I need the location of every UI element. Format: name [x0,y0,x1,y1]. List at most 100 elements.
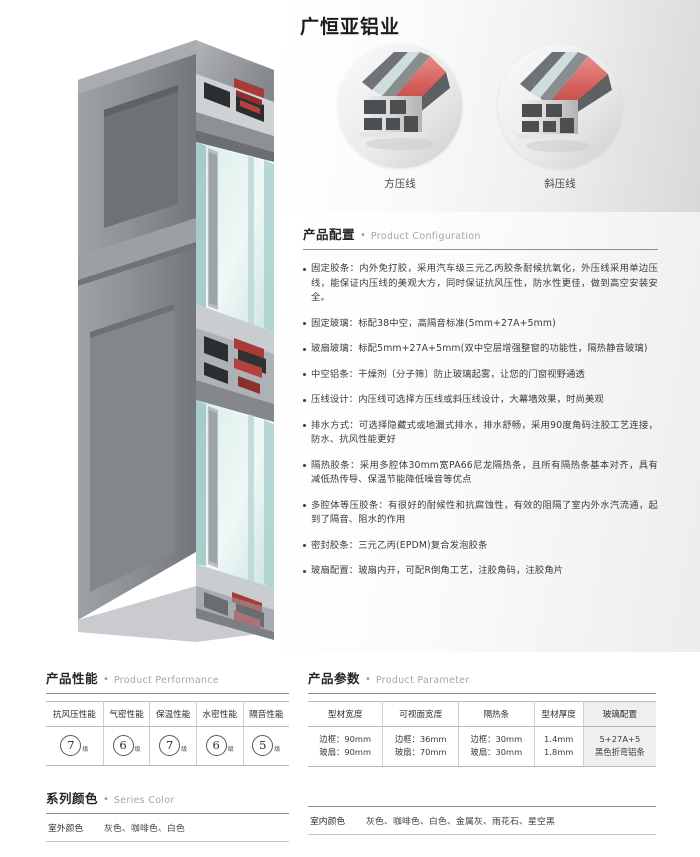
table-header-row: 型材宽度 可视面宽度 隔热条 型材厚度 玻璃配置 [308,701,656,727]
parameter-cell: 边框：90mm 玻扇：90mm [308,726,384,767]
configuration-item-text: 排水方式：可选择隐藏式或地漏式排水，排水舒畅，采用90度角码注胶工艺连接，防水、… [311,419,658,446]
performance-grade-cell: 6 级 [196,726,244,766]
parameter-cell-line1: 边框：30mm [470,734,523,744]
parameter-cell: 边框：30mm 玻扇：30mm [458,726,535,767]
performance-grade-cell: 7 级 [46,726,104,766]
series-color-divider [46,813,289,814]
parameter-column-header: 玻璃配置 [583,701,656,727]
performance-column-header: 气密性能 [103,701,151,727]
parameter-column-header: 型材宽度 [308,701,384,727]
bullet-dot-icon [303,504,306,507]
bullet-dot-icon [303,398,306,402]
outdoor-color-row: 室外颜色 灰色、咖啡色、白色 [46,814,289,842]
list-item: 多腔体等压胶条：有很好的耐候性和抗腐蚀性，有效的阻隔了室内外水汽流通，起到了隔音… [303,499,658,528]
detail-photo-square-bead: 方压线 [338,44,462,191]
product-performance-section: 产品性能 • Product Performance 抗风压性能 气密性能 保温… [46,668,289,766]
list-item: 玻扇玻璃：标配5mm+27A+5mm(双中空层增强整窗的功能性，隔热静音玻璃) [303,342,658,357]
performance-grade-cell: 5 级 [243,726,289,766]
parameter-cell-line2: 玻扇：90mm [319,746,372,757]
outdoor-color-label: 室外颜色 [48,824,84,834]
configuration-item-text: 玻扇玻璃：标配5mm+27A+5mm(双中空层增强整窗的功能性，隔热静音玻璃) [311,343,648,354]
parameter-cell: 1.4mm 1.8mm [534,726,584,767]
parameter-column-header: 隔热条 [458,701,535,727]
bullet-dot-icon [303,544,306,547]
table-header-row: 抗风压性能 气密性能 保温性能 水密性能 隔音性能 [46,701,289,727]
window-profile-illustration [78,32,308,642]
series-color-title-en: Series Color [113,795,175,806]
series-color-header: 系列颜色 • Series Color [46,788,289,807]
series-color-separator: • [103,794,109,805]
list-item: 玻扇配置：玻扇内开，可配R倒角工艺，注胶角码，注胶角片 [303,564,658,579]
configuration-item-text: 多腔体等压胶条：有很好的耐候性和抗腐蚀性，有效的阻隔了室内外水汽流通，起到了隔音… [311,499,658,526]
grade-value: 7 [159,734,181,756]
configuration-item-text: 固定玻璃：标配38中空，高隔音标准(5mm+27A+5mm) [311,317,556,329]
parameter-column-header: 可视面宽度 [382,701,460,727]
configuration-divider [303,249,658,250]
configuration-title-en: Product Configuration [370,231,481,242]
configuration-item-text: 玻扇配置：玻扇内开，可配R倒角工艺，注胶角码，注胶角片 [311,565,564,576]
list-item: 密封胶条：三元乙丙(EPDM)复合发泡胶条 [303,539,658,554]
parameter-cell-line2: 玻扇：70mm [394,746,447,757]
list-item: 中空铝条：干燥剂〔分子筛〕防止玻璃起雾，让您的门窗视野通透 [303,368,658,383]
outdoor-color-value: 灰色、咖啡色、白色 [104,824,185,834]
parameter-cell: 边框：36mm 玻扇：70mm [382,726,460,767]
configuration-header: 产品配置 • Product Configuration [303,224,658,243]
grade-value: 6 [112,734,134,756]
performance-header: 产品性能 • Product Performance [46,668,289,687]
performance-grade-cell: 6 级 [103,726,151,766]
circle-frame-1 [338,44,462,168]
grade-badge: 7 级 [60,734,89,756]
indoor-color-label: 室内颜色 [310,817,346,827]
parameter-header: 产品参数 • Product Parameter [308,668,656,687]
parameter-divider [308,693,656,694]
configuration-item-text: 固定胶条：内外免打胶，采用汽车级三元乙丙胶条耐候抗氧化，外压线采用单边压线，能保… [311,263,658,303]
performance-column-header: 隔音性能 [243,701,289,727]
detail-label-1: 方压线 [384,178,416,190]
list-item: 固定胶条：内外免打胶，采用汽车级三元乙丙胶条耐候抗氧化，外压线采用单边压线，能保… [303,262,658,306]
bullet-dot-icon [303,373,306,376]
grade-badge: 6 级 [205,734,234,756]
parameter-cell-line2: 黑色折弯铝条 [594,746,645,757]
list-item: 固定玻璃：标配38中空，高隔音标准(5mm+27A+5mm) [303,317,658,332]
grade-badge: 6 级 [112,734,141,756]
configuration-separator: • [360,230,366,241]
parameter-cell-line1: 边框：36mm [394,734,447,744]
product-parameter-section: 产品参数 • Product Parameter 型材宽度 可视面宽度 隔热条 … [308,668,656,767]
performance-column-header: 水密性能 [196,701,244,727]
parameter-cell-line1: 边框：90mm [319,734,372,744]
grade-unit: 级 [134,745,141,753]
configuration-list: 固定胶条：内外免打胶，采用汽车级三元乙丙胶条耐候抗氧化，外压线采用单边压线，能保… [303,262,658,579]
grade-unit: 级 [227,745,234,753]
bullet-dot-icon [303,464,306,467]
grade-unit: 级 [82,745,89,753]
parameter-column-header: 型材厚度 [534,701,584,727]
page-title: 广恒亚铝业 [300,16,401,38]
parameter-cell-line1: 1.4mm [544,734,574,744]
list-item: 隔热胶条：采用多腔体30mm宽PA66尼龙隔热条，且所有隔热条基本对齐，具有减低… [303,459,658,488]
grade-value: 7 [60,734,82,756]
indoor-color-value: 灰色、咖啡色、白色、金属灰、雨花石、星空黑 [366,817,555,827]
grade-value: 5 [252,734,274,756]
parameter-separator: • [365,674,371,685]
performance-grade-cell: 7 级 [149,726,197,766]
detail-label-2: 斜压线 [544,178,576,190]
parameter-title-en: Product Parameter [375,675,470,686]
bullet-dot-icon [303,569,306,573]
configuration-title-cn: 产品配置 [303,227,356,242]
list-item: 排水方式：可选择隐藏式或地漏式排水，排水舒畅，采用90度角码注胶工艺连接，防水、… [303,419,658,448]
configuration-item-text: 中空铝条：干燥剂〔分子筛〕防止玻璃起雾，让您的门窗视野通透 [311,368,585,380]
performance-column-header: 保温性能 [149,701,197,727]
bullet-dot-icon [303,267,306,271]
grade-badge: 5 级 [252,734,280,756]
bullet-dot-icon [303,347,306,351]
performance-title-en: Product Performance [113,675,219,686]
performance-divider [46,693,289,694]
parameter-cell: 5+27A+5 黑色折弯铝条 [583,726,656,767]
body-background-gradient [282,212,700,652]
detail-photo-slant-bead: 斜压线 [498,44,622,191]
configuration-item-text: 密封胶条：三元乙丙(EPDM)复合发泡胶条 [311,539,488,551]
performance-table: 抗风压性能 气密性能 保温性能 水密性能 隔音性能 7 级 [46,701,289,766]
grade-badge: 7 级 [159,734,187,756]
list-item: 压线设计：内压线可选择方压线或斜压线设计，大幕墙效果，时尚美观 [303,393,658,408]
